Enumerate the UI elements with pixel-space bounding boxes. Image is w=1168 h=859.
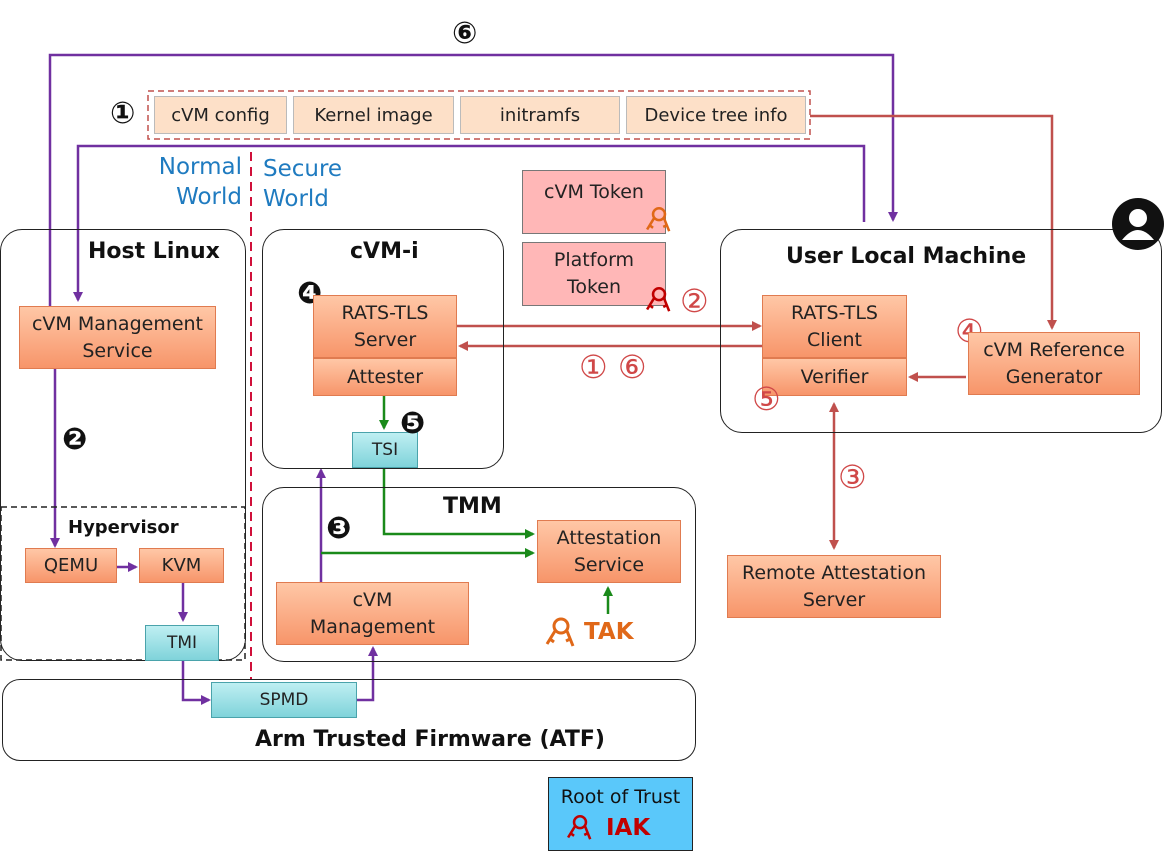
spmd-box: SPMD [211,682,357,718]
user-icon [1112,198,1164,250]
arrow-tmi-to-spmd [181,661,211,705]
tmi-box: TMI [145,625,219,661]
tak-key-icon [545,617,575,647]
tmm-region [262,487,696,662]
arrow-6-top-loop [48,53,898,306]
root-of-trust-title: Root of Trust [560,786,681,808]
rats-server-line1: RATS-TLS [341,301,429,324]
file-initramfs: initramfs [460,96,620,134]
ref-gen-line1: cVM Reference [983,338,1125,361]
step-2-token-marker: ② [680,282,709,320]
tmm-title: TMM [443,494,502,519]
cvm-i-title: cVM-i [350,239,419,264]
normal-world-line2: World [176,183,242,210]
arrow-spmd-to-cvm-mgmt [357,646,378,702]
rats-server-line2: Server [353,328,417,351]
attestation-service-line2: Service [573,553,645,576]
cvm-management-box: cVM Management [276,582,469,645]
secure-world-label: Secure World [263,155,363,215]
qemu-box: QEMU [25,548,117,583]
root-of-trust-box [548,777,693,851]
attester-box: Attester [313,358,457,396]
step-5-tsi-marker: ❺ [400,406,426,441]
secure-world-line1: Secure [263,156,343,182]
secure-world-line2: World [263,185,329,212]
user-local-machine-title: User Local Machine [786,244,1027,269]
kvm-box: KVM [139,548,224,583]
tsi-box: TSI [352,432,418,468]
step-2-host-marker: ❷ [62,422,88,457]
cvm-management-line2: Management [309,615,436,638]
rats-tls-client-box: RATS-TLS Client [762,295,907,358]
iak-key-icon [567,814,592,840]
step-6-marker: ⑥ [452,16,478,51]
cvm-reference-generator-box: cVM Reference Generator [968,332,1140,395]
step-5-verifier-marker: ⑤ [752,380,781,418]
step-3-tmm-marker: ❸ [326,511,352,546]
host-linux-title: Host Linux [88,239,220,264]
rats-client-line1: RATS-TLS [791,301,878,324]
cvm-i-region [262,229,504,469]
rats-client-line2: Client [806,328,862,351]
iak-label: IAK [606,815,651,841]
verifier-box: Verifier [762,358,907,396]
atf-region [2,679,696,761]
cvm-management-line1: cVM [352,588,393,611]
atf-title: Arm Trusted Firmware (ATF) [255,727,605,752]
remote-attestation-server-box: Remote Attestation Server [727,555,941,618]
platform-token-line2: Token [566,276,622,298]
arrow-tsi-to-attestation [382,468,535,539]
hypervisor-label: Hypervisor [68,517,179,538]
normal-world-label: Normal World [142,153,242,213]
file-cvm-config: cVM config [154,96,287,134]
normal-world-line1: Normal [158,154,242,180]
ras-line1: Remote Attestation [742,561,926,584]
cvm-management-service-box: cVM Management Service [19,306,216,369]
arrow-1-files-to-host [73,144,866,302]
arrow-files-to-ref-gen [810,114,1057,330]
file-device-tree-info: Device tree info [626,96,806,134]
user-local-machine-region [720,229,1162,433]
step-1-marker: ① [110,96,136,131]
step-3-ras-marker: ③ [838,458,867,496]
host-linux-region [0,229,246,661]
platform-token-box: Platform Token [522,242,666,306]
cvm-mgmt-service-line1: cVM Management [31,312,204,335]
ras-line2: Server [802,588,866,611]
platform-token-line1: Platform [553,249,635,272]
rats-tls-server-box: RATS-TLS Server [313,295,457,358]
files-group-outline [147,90,811,140]
cvm-token-key-icon [646,206,671,232]
attestation-service-box: Attestation Service [537,520,681,583]
tak-label: TAK [584,619,634,645]
step-1-6-link-marker: ① ⑥ [579,348,647,386]
cvm-token-box: cVM Token [522,170,666,234]
platform-token-key-icon [646,286,671,312]
cvm-mgmt-service-line2: Service [82,339,153,362]
ref-gen-line2: Generator [1005,365,1103,388]
attestation-service-line1: Attestation [556,526,662,549]
file-kernel-image: Kernel image [293,96,454,134]
